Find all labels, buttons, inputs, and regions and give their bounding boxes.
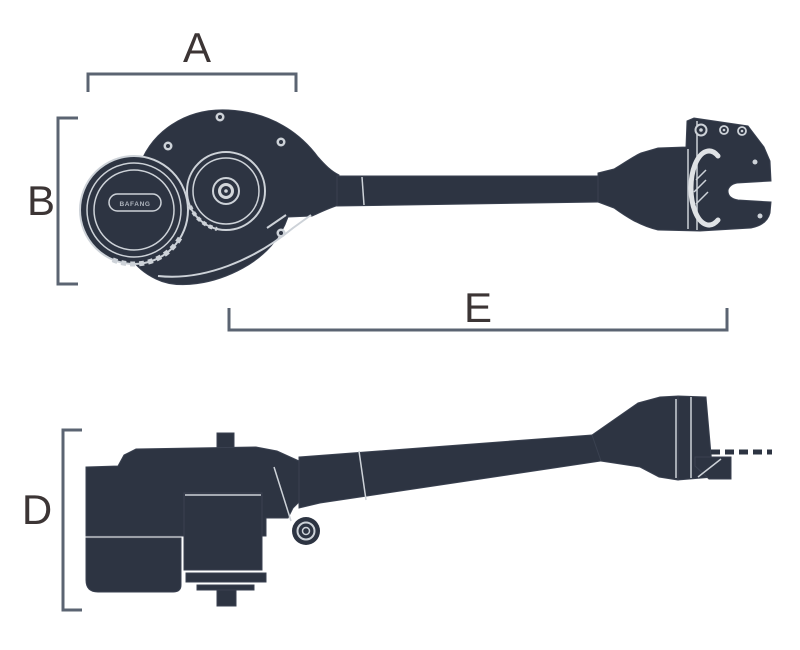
side-view-drawing <box>85 395 772 607</box>
idler-teeth-arc <box>188 205 218 231</box>
cylinder-band <box>185 572 267 583</box>
housing-seam-notch <box>266 214 287 229</box>
side-cylinder <box>183 492 267 607</box>
top-view-drawing: BAFANG <box>79 109 772 285</box>
bracket-bolt-hole-3 <box>737 126 747 136</box>
logo-text: BAFANG <box>119 201 150 208</box>
bracket-bolt-hole-1 <box>694 123 708 137</box>
dimension-d: D <box>22 428 82 612</box>
bolt-icon <box>163 141 173 151</box>
idler-circle <box>186 151 266 231</box>
dimension-bracket-a <box>86 72 298 92</box>
housing-bolts <box>163 112 286 238</box>
bracket-dot-lower <box>757 213 763 219</box>
idler-hub-dot <box>224 189 228 193</box>
lower-block-seam <box>697 458 722 478</box>
bracket-dot-upper <box>752 159 758 165</box>
side-dropout-lower-block <box>694 456 732 480</box>
arm-seam-line <box>361 176 365 206</box>
logo-badge <box>108 193 162 212</box>
dimension-a: A <box>86 24 298 92</box>
side-body-seam <box>273 466 292 522</box>
side-lower-block <box>85 537 182 593</box>
top-view-arm <box>336 175 601 207</box>
dimension-b: B <box>27 116 78 286</box>
dimension-label-b: B <box>27 177 55 224</box>
crank-cover-circle: BAFANG <box>79 155 189 267</box>
gear-teeth-arc <box>109 236 183 267</box>
dimension-label-a: A <box>183 24 211 71</box>
dimension-bracket-b <box>56 116 78 286</box>
idler-hub-ring <box>212 177 240 205</box>
dimension-e: E <box>227 284 729 332</box>
housing-seam-curve <box>157 214 312 278</box>
dimension-label-e: E <box>464 284 492 331</box>
side-top-tab <box>216 432 235 449</box>
bracket-crescent <box>688 148 721 228</box>
side-arm-seam <box>358 450 367 501</box>
bracket-crescent-hatching <box>693 169 709 205</box>
bolt-icon <box>276 137 286 147</box>
bolt-icon <box>215 112 225 122</box>
side-bottom-tab <box>216 589 237 607</box>
side-dropout-flare <box>591 395 679 481</box>
cylinder-flange <box>196 584 255 591</box>
pulley-roller <box>292 517 320 545</box>
bracket-bolt-hole-2 <box>719 125 729 135</box>
top-view-mount-bracket <box>597 117 772 232</box>
dimension-label-d: D <box>22 486 52 533</box>
dimension-bracket-e <box>227 308 729 332</box>
side-arm <box>298 434 602 509</box>
dimension-bracket-d <box>61 428 82 612</box>
